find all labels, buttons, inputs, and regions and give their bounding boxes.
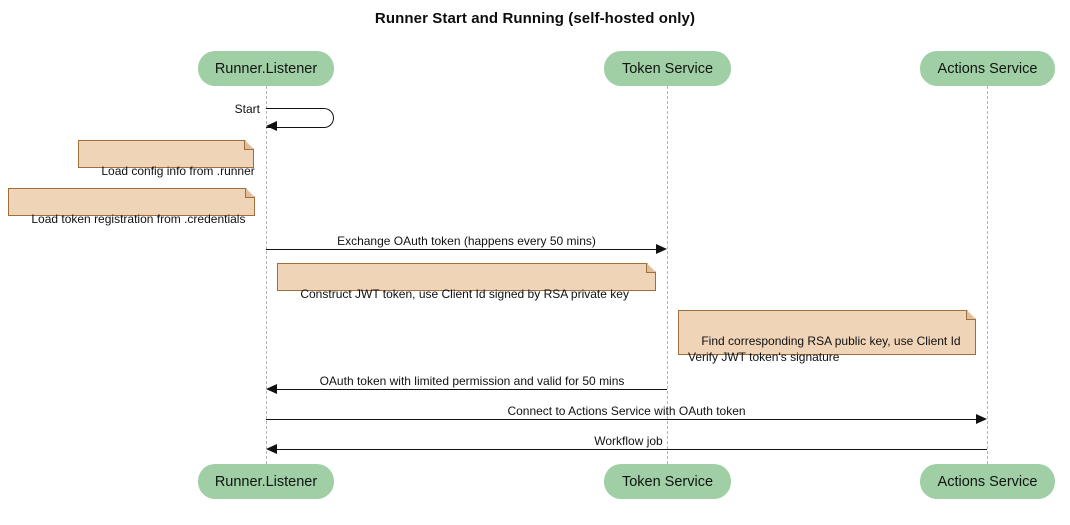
participant-token-top[interactable]: Token Service bbox=[604, 51, 731, 86]
note-fold-mask bbox=[246, 188, 255, 197]
note-fold-mask bbox=[647, 263, 656, 272]
message-label-oauth-token-returned: OAuth token with limited permission and … bbox=[319, 374, 625, 388]
note-text: Find corresponding RSA public key, use C… bbox=[688, 334, 961, 364]
message-self-start bbox=[266, 108, 334, 128]
note-fold-icon bbox=[244, 140, 254, 150]
diagram-title: Runner Start and Running (self-hosted on… bbox=[374, 10, 696, 27]
participant-token-bottom[interactable]: Token Service bbox=[604, 464, 731, 499]
lifeline-runner bbox=[266, 86, 267, 464]
message-line-workflow-job bbox=[277, 449, 987, 450]
note-fold-icon bbox=[245, 188, 255, 198]
participant-label: Runner.Listener bbox=[214, 473, 318, 490]
note-text: Load token registration from .credential… bbox=[31, 212, 246, 226]
note-text: Load config info from .runner bbox=[101, 164, 255, 178]
note-fold-icon bbox=[966, 310, 976, 320]
participant-label: Runner.Listener bbox=[214, 60, 318, 77]
note-fold-mask bbox=[245, 140, 254, 149]
note-load-config: Load config info from .runner bbox=[78, 140, 255, 178]
participant-actions-top[interactable]: Actions Service bbox=[920, 51, 1055, 86]
arrowhead-workflow-job bbox=[266, 444, 277, 454]
message-label-workflow-job: Workflow job bbox=[594, 434, 663, 448]
participant-label: Actions Service bbox=[937, 473, 1038, 490]
lifeline-actions bbox=[987, 86, 988, 464]
note-text: Construct JWT token, use Client Id signe… bbox=[300, 287, 629, 301]
message-line-connect-actions-service bbox=[266, 419, 976, 420]
note-load-token-registration: Load token registration from .credential… bbox=[8, 188, 255, 226]
participant-actions-bottom[interactable]: Actions Service bbox=[920, 464, 1055, 499]
participant-label: Token Service bbox=[621, 60, 714, 77]
note-fold-icon bbox=[646, 263, 656, 273]
participant-runner-bottom[interactable]: Runner.Listener bbox=[198, 464, 334, 499]
arrowhead-connect-actions-service bbox=[976, 414, 987, 424]
participant-label: Token Service bbox=[621, 473, 714, 490]
message-label-exchange-oauth-token: Exchange OAuth token (happens every 50 m… bbox=[337, 234, 596, 248]
arrowhead-oauth-token-returned bbox=[266, 384, 277, 394]
message-line-oauth-token-returned bbox=[277, 389, 667, 390]
note-construct-jwt: Construct JWT token, use Client Id signe… bbox=[277, 263, 656, 301]
message-line-exchange-oauth-token bbox=[266, 249, 656, 250]
message-label-start: Start bbox=[234, 102, 260, 116]
lifeline-token bbox=[667, 86, 668, 464]
message-label-connect-actions-service: Connect to Actions Service with OAuth to… bbox=[507, 404, 746, 418]
arrowhead-exchange-oauth-token bbox=[656, 244, 667, 254]
note-fold-mask bbox=[967, 310, 976, 319]
arrowhead-start bbox=[266, 121, 277, 131]
participant-runner-top[interactable]: Runner.Listener bbox=[198, 51, 334, 86]
participant-label: Actions Service bbox=[937, 60, 1038, 77]
note-verify-jwt: Find corresponding RSA public key, use C… bbox=[678, 310, 976, 364]
